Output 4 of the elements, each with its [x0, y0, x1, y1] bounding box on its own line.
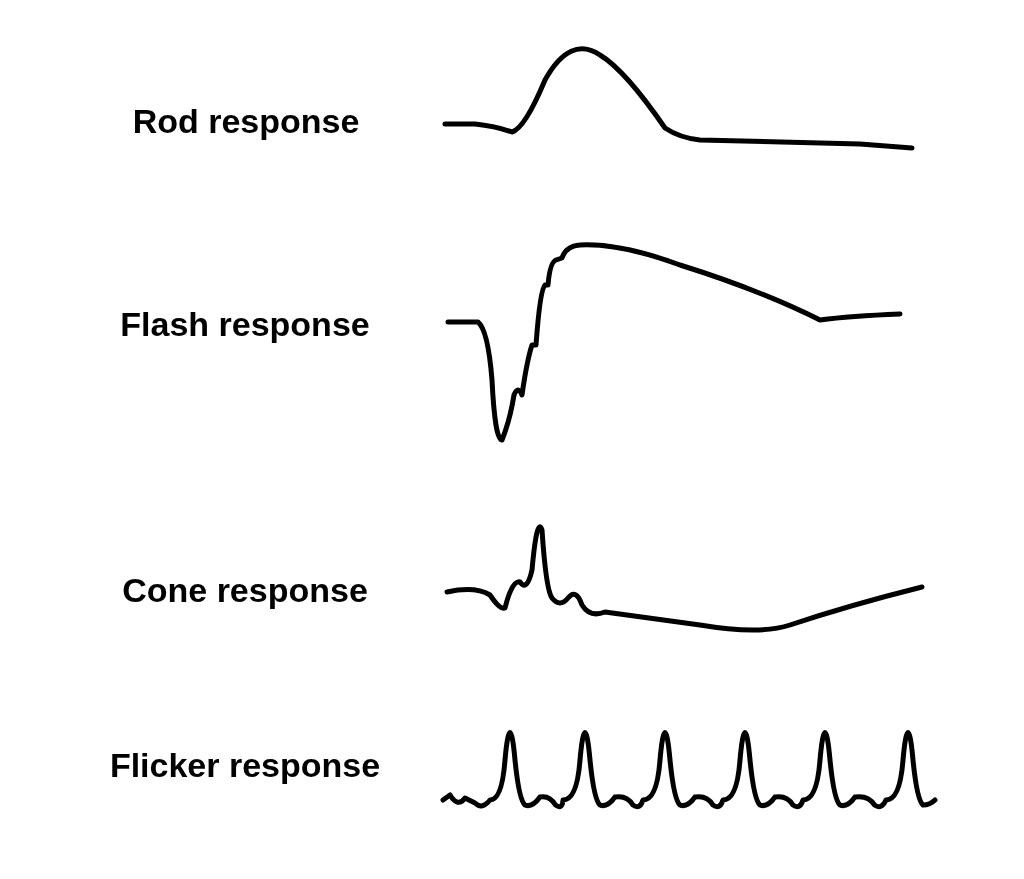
trace-label: Flicker response — [109, 745, 381, 785]
trace-label: Rod response — [132, 101, 360, 141]
trace-label: Flash response — [120, 304, 370, 344]
trace-label: Cone response — [122, 570, 368, 610]
